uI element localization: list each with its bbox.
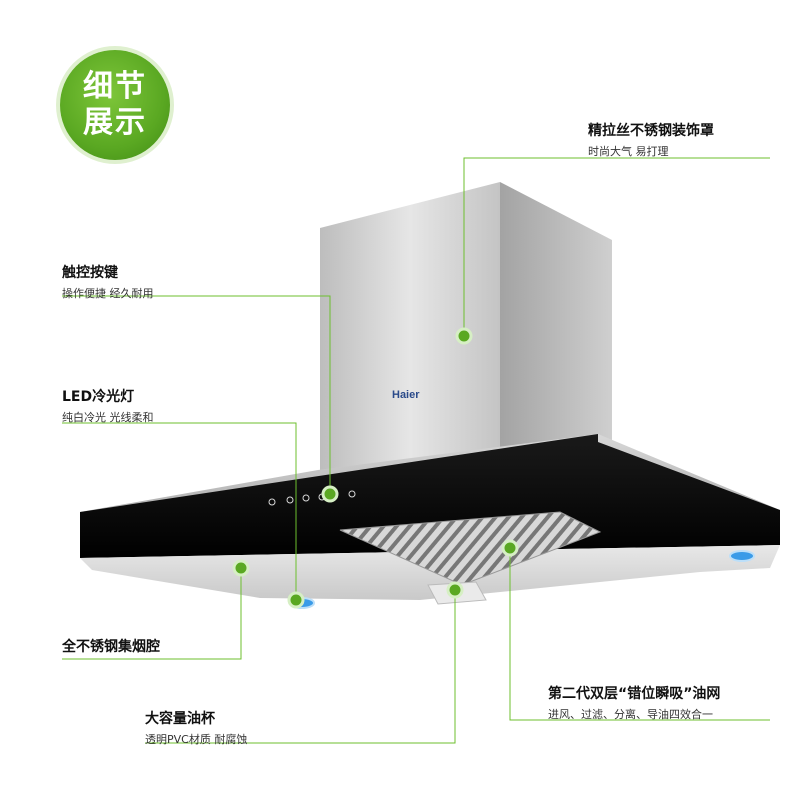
badge-line-1: 细节 [83,69,147,104]
feature-oil-filter: 第二代双层“错位瞬吸”油网 进风、过滤、分离、导油四效合一 [548,683,720,722]
feature-subtitle: 纯白冷光 光线柔和 [62,411,154,424]
feature-smoke-chamber: 全不锈钢集烟腔 [62,636,160,656]
brand-logo: Haier [392,389,420,401]
feature-touch-buttons: 触控按键 操作便捷 经久耐用 [62,262,154,301]
feature-title: LED冷光灯 [62,389,135,405]
oil-filter-grille [339,511,602,586]
callout-lines [62,157,770,744]
feature-title: 第二代双层“错位瞬吸”油网 [548,686,721,702]
detail-badge: 细节 展示 [60,50,170,160]
feature-subtitle: 操作便捷 经久耐用 [62,287,154,300]
feature-oil-cup: 大容量油杯 透明PVC材质 耐腐蚀 [145,708,247,747]
led-light-right [729,550,755,562]
feature-subtitle: 进风、过滤、分离、导油四效合一 [548,708,713,721]
feature-led-light: LED冷光灯 纯白冷光 光线柔和 [62,386,154,425]
feature-title: 全不锈钢集烟腔 [62,639,160,655]
smoke-chamber [80,545,780,600]
feature-subtitle: 时尚大气 易打理 [588,145,669,158]
badge-line-2: 展示 [83,105,147,140]
feature-subtitle: 透明PVC材质 耐腐蚀 [145,733,248,746]
feature-title: 大容量油杯 [145,711,215,727]
feature-title: 触控按键 [62,265,118,281]
chimney-cover [320,182,612,470]
feature-title: 精拉丝不锈钢装饰罩 [588,123,714,139]
feature-decorative-cover: 精拉丝不锈钢装饰罩 时尚大气 易打理 [588,120,714,159]
glass-control-panel [80,434,780,558]
callout-dots [232,327,519,609]
